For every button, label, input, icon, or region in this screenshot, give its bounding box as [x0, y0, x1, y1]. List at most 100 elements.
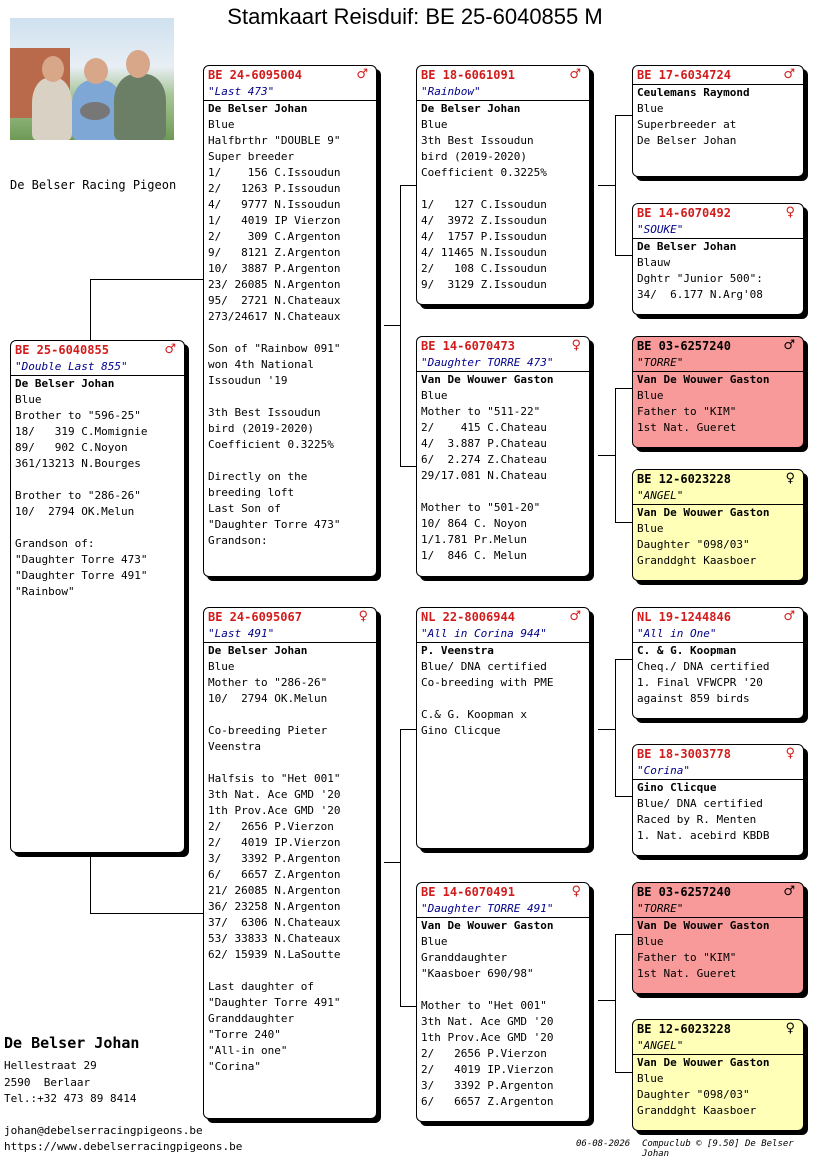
pedigree-line: Co-breeding Pieter	[208, 724, 328, 737]
pedigree-line: 2/ 415 C.Chateau	[421, 421, 547, 434]
pedigree-line	[204, 707, 376, 723]
ring-header: BE 14-6070492♀	[633, 204, 803, 222]
pedigree-line: "Daughter Torre 473"	[208, 518, 341, 531]
pedigree-card-sire-dam[interactable]: BE 14-6070473♀"Daughter TORRE 473"Van De…	[416, 336, 590, 577]
ring-header: NL 22-8006944♂	[417, 608, 589, 626]
pedigree-line: "Daughter Torre 491"	[15, 569, 148, 582]
pedigree-line: Co-breeding with PME	[421, 676, 554, 689]
pedigree-line: "Corina"	[208, 1060, 261, 1073]
pedigree-line: Issoudun '19	[208, 374, 288, 387]
ring-header: BE 03-6257240♂	[633, 883, 803, 901]
pedigree-line: Blue	[208, 118, 235, 131]
pedigree-line: 89/ 902 C.Noyon	[15, 441, 128, 454]
ring-number: BE 03-6257240	[637, 339, 731, 353]
pedigree-line: Blue	[637, 1072, 664, 1085]
ring-header: BE 18-6061091♂	[417, 66, 589, 84]
pedigree-line: bird (2019-2020)	[421, 150, 527, 163]
pedigree-line: 4/ 1757 P.Issoudun	[421, 230, 547, 243]
pedigree-line: Blue	[637, 522, 664, 535]
pedigree-line: "Daughter Torre 473"	[15, 553, 148, 566]
pedigree-line: 2/ 2656 P.Vierzon	[208, 820, 334, 833]
breeder-address-street: Hellestraat 29	[4, 1059, 97, 1072]
breeder-address-city: 2590 Berlaar	[4, 1076, 91, 1089]
pedigree-card-dd-dam[interactable]: BE 12-6023228♀"ANGEL"Van De Wouwer Gasto…	[632, 1019, 804, 1131]
male-icon: ♂	[783, 338, 795, 353]
pedigree-line: Father to "KIM"	[637, 951, 737, 964]
owner-name: Van De Wouwer Gaston	[637, 1056, 770, 1069]
pedigree-line: 3th Nat. Ace GMD '20	[421, 1015, 554, 1028]
breeder-photo	[10, 18, 174, 140]
pedigree-card-ds-sire[interactable]: NL 19-1244846♂"All in One"C. & G. Koopma…	[632, 607, 804, 719]
ring-number: NL 19-1244846	[637, 610, 731, 624]
pedigree-line: 2/ 309 C.Argenton	[208, 230, 341, 243]
pedigree-line: Blue	[421, 935, 448, 948]
pedigree-line: Cheq./ DNA certified	[637, 660, 770, 673]
software-credit: Compuclub © [9.50] De Belser Johan	[642, 1139, 794, 1159]
pigeon-name: "SOUKE"	[633, 222, 803, 239]
pedigree-line: 9/ 3129 Z.Issoudun	[421, 278, 547, 291]
pedigree-line: 4/ 3972 Z.Issoudun	[421, 214, 547, 227]
ring-number: BE 17-6034724	[637, 68, 731, 82]
pedigree-line: breeding loft	[208, 486, 295, 499]
pedigree-card-dam-sire[interactable]: NL 22-8006944♂"All in Corina 944"P. Veen…	[416, 607, 590, 849]
pedigree-line: 2/ 4019 IP.Vierzon	[208, 836, 341, 849]
owner-name: Van De Wouwer Gaston	[421, 373, 554, 386]
pedigree-line: 3/ 3392 P.Argenton	[208, 852, 341, 865]
pedigree-line: 1st Nat. Gueret	[637, 421, 737, 434]
ring-number: BE 14-6070473	[421, 339, 515, 353]
pedigree-card-dd-sire[interactable]: BE 03-6257240♂"TORRE"Van De Wouwer Gasto…	[632, 882, 804, 994]
pedigree-line: "Daughter Torre 491"	[208, 996, 341, 1009]
pedigree-card-sd-sire[interactable]: BE 03-6257240♂"TORRE"Van De Wouwer Gasto…	[632, 336, 804, 448]
owner-name: P. Veenstra	[421, 644, 494, 657]
pedigree-line: C.& G. Koopman x	[421, 708, 527, 721]
pedigree-line: 34/ 6.177 N.Arg'08	[637, 288, 763, 301]
ring-header: NL 19-1244846 ♂	[633, 608, 803, 626]
page-title: Stamkaart Reisduif: BE 25-6040855 M	[227, 4, 603, 29]
pedigree-line	[417, 181, 589, 197]
pedigree-line: 1/1.781 Pr.Melun	[421, 533, 527, 546]
pedigree-card-sd-dam[interactable]: BE 12-6023228♀"ANGEL"Van De Wouwer Gasto…	[632, 469, 804, 581]
ring-number: BE 24-6095004	[208, 68, 302, 82]
pedigree-line: 21/ 26085 N.Argenton	[208, 884, 341, 897]
pigeon-name: "TORRE"	[633, 901, 803, 918]
pedigree-line	[11, 472, 184, 488]
pedigree-line: Halfbrthr "DOUBLE 9"	[208, 134, 341, 147]
pedigree-line: 62/ 15939 N.LaSoutte	[208, 948, 341, 961]
ring-header: BE 24-6095067♀	[204, 608, 376, 626]
breeder-website[interactable]: https://www.debelserracingpigeons.be	[4, 1140, 243, 1153]
pedigree-card-main[interactable]: BE 25-6040855♂"Double Last 855"De Belser…	[10, 340, 185, 853]
pedigree-line: 6/ 6657 Z.Argenton	[208, 868, 341, 881]
pedigree-line: Veenstra	[208, 740, 261, 753]
pedigree-line: Directly on the	[208, 470, 308, 483]
ring-header: BE 24-6095004♂	[204, 66, 376, 84]
pedigree-line: 2/ 4019 IP.Vierzon	[421, 1063, 554, 1076]
pedigree-line: Granddght Kaasboer	[637, 1104, 757, 1117]
pedigree-line: Granddaughter	[208, 1012, 295, 1025]
ring-number: BE 12-6023228	[637, 1022, 731, 1036]
pedigree-line: Mother to "511-22"	[421, 405, 541, 418]
breeder-email[interactable]: johan@debelserracingpigeons.be	[4, 1124, 203, 1137]
ring-number: BE 18-6061091	[421, 68, 515, 82]
pedigree-line: 1/ 4019 IP Vierzon	[208, 214, 341, 227]
pedigree-card-dam-dam[interactable]: BE 14-6070491♀"Daughter TORRE 491"Van De…	[416, 882, 590, 1122]
pedigree-line: 3th Nat. Ace GMD '20	[208, 788, 341, 801]
ring-header: BE 12-6023228♀	[633, 1020, 803, 1038]
pedigree-line: 6/ 6657 Z.Argenton	[421, 1095, 554, 1108]
pedigree-line: Daughter "098/03"	[637, 1088, 750, 1101]
male-icon: ♂	[783, 884, 795, 899]
pedigree-line: 1th Prov.Ace GMD '20	[208, 804, 341, 817]
pedigree-line: against 859 birds	[637, 692, 750, 705]
pedigree-line: Super breeder	[208, 150, 295, 163]
pedigree-line: Superbreeder at	[637, 118, 737, 131]
pigeon-name: "Double Last 855"	[11, 359, 184, 376]
pedigree-line: De Belser Johan	[637, 134, 737, 147]
pedigree-line: 37/ 6306 N.Chateaux	[208, 916, 341, 929]
male-icon: ♂	[783, 609, 795, 624]
pedigree-line: Halfsis to "Het 001"	[208, 772, 341, 785]
